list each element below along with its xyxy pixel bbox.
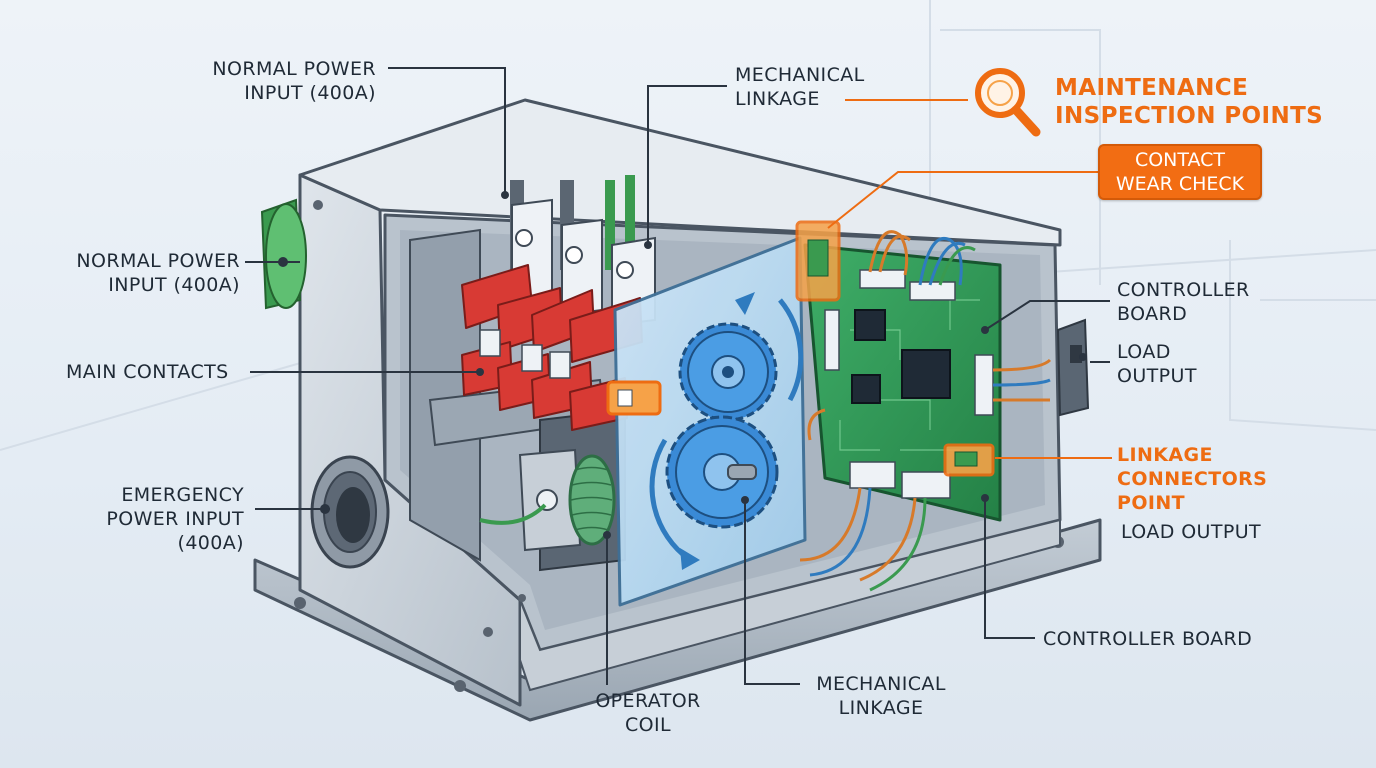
gears: [665, 322, 779, 529]
label-maintenance-inspection: MAINTENANCE INSPECTION POINTS: [1055, 75, 1324, 129]
label-main-contacts: MAIN CONTACTS: [66, 361, 229, 383]
leader-lines-orange: [827, 99, 1112, 459]
leader-dots: [278, 191, 1087, 539]
emergency-power-port: [310, 455, 390, 569]
contact-tips: [479, 329, 571, 379]
contact-wear-highlight: [795, 220, 841, 302]
label-controller-board-right: CONTROLLER BOARD: [1117, 279, 1250, 325]
controller-board: [803, 243, 1002, 522]
label-mechanical-linkage-bottom: MECHANICAL LINKAGE: [816, 673, 946, 719]
label-load-output-lower: LOAD OUTPUT: [1121, 521, 1262, 543]
label-linkage-connectors: LINKAGE CONNECTORS POINT: [1117, 444, 1268, 514]
label-load-output-right: LOAD OUTPUT: [1117, 341, 1197, 387]
label-normal-power-top: NORMAL POWER INPUT (400A): [212, 58, 376, 104]
label-controller-board-bottom: CONTROLLER BOARD: [1043, 628, 1253, 650]
label-normal-power-left: NORMAL POWER INPUT (400A): [76, 250, 240, 296]
wires: [799, 230, 1052, 592]
normal-power-connector: [260, 198, 307, 310]
label-emergency-power: EMERGENCY POWER INPUT (400A): [106, 484, 244, 554]
leader-lines: [245, 67, 1110, 685]
label-operator-coil: OPERATOR COIL: [595, 690, 701, 736]
operator-coil: [479, 448, 616, 552]
badge-contact-wear-check: CONTACT WEAR CHECK: [1098, 144, 1262, 200]
magnifier-icon: [975, 68, 1041, 137]
linkage-highlight-left: [606, 380, 662, 416]
label-mechanical-linkage-top: MECHANICAL LINKAGE: [735, 64, 865, 110]
load-output-block: [1056, 318, 1090, 417]
